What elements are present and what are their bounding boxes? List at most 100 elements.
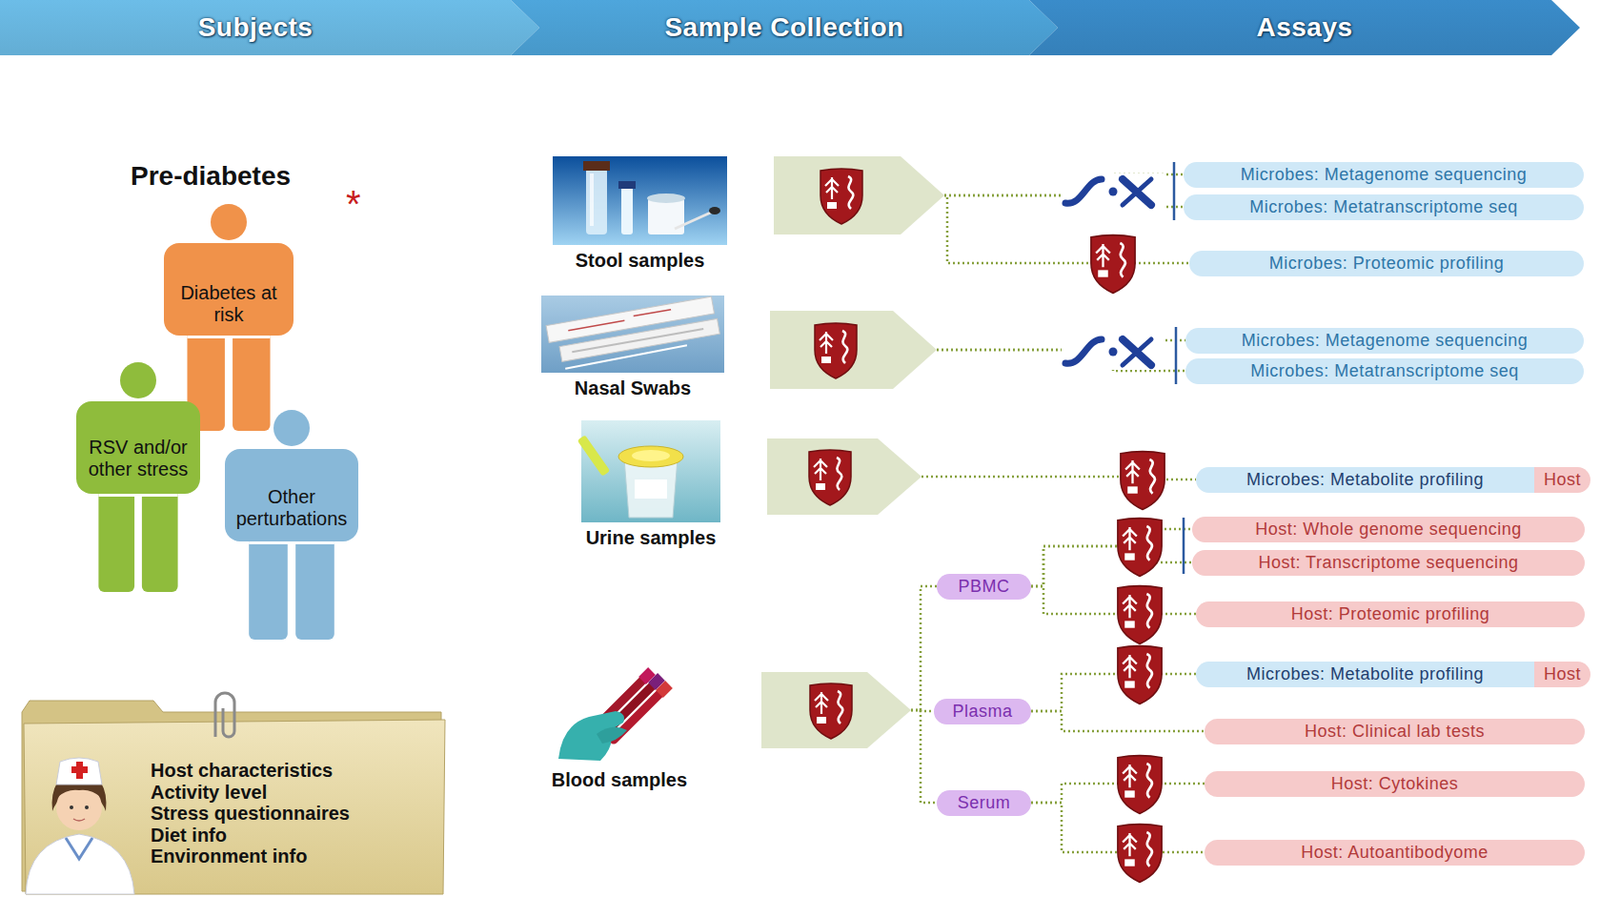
- group-bracket: [1182, 517, 1186, 574]
- swab-stick: [571, 328, 704, 352]
- stage-title: Subjects: [198, 12, 314, 43]
- assay-label: Plasma: [933, 698, 1032, 725]
- shield-snake: [1146, 593, 1153, 628]
- paperclip: [215, 692, 235, 737]
- shield-body: [1120, 451, 1165, 510]
- logo-dot: [1109, 187, 1118, 197]
- container: [648, 198, 685, 235]
- info-item: Activity level: [150, 781, 447, 804]
- assay-label: Microbes: Metatranscriptome seq: [1183, 194, 1584, 221]
- subject-label: Diabetes at risk: [163, 282, 294, 326]
- photo-ground: [541, 295, 725, 373]
- assay-pill: Microbes: Metabolite profilingHost: [1195, 466, 1591, 493]
- logo-dot: [1109, 347, 1118, 357]
- sample-photo: [552, 156, 728, 245]
- shield-tree: [1125, 460, 1140, 484]
- nurse-cap: [56, 757, 102, 785]
- person-head: [120, 362, 157, 399]
- chevron-band: [0, 0, 540, 56]
- assay-label: Microbes: Metabolite profiling: [1195, 466, 1535, 493]
- assay-pill: Host: Clinical lab tests: [1204, 718, 1585, 745]
- spoon-head: [708, 206, 721, 215]
- stage-title: Assays: [1255, 12, 1353, 43]
- sequencer-logo: [1061, 173, 1164, 210]
- sample-photo: [577, 420, 721, 523]
- subject-figure: RSV and/or other stress: [76, 360, 201, 592]
- shield-snake: [1149, 459, 1155, 494]
- logo-cross-a: [1122, 179, 1152, 205]
- shield-book: [821, 356, 831, 364]
- group-bracket: [1173, 162, 1176, 221]
- person-waist: [186, 335, 270, 339]
- shield-book: [827, 202, 837, 209]
- dotted-connector: [911, 709, 934, 711]
- stage-title: Sample Collection: [664, 12, 904, 43]
- collection-chevron: [773, 156, 945, 235]
- shield-tree: [819, 331, 833, 354]
- shield-body: [1117, 586, 1162, 645]
- subject-figure: Diabetes at risk: [163, 202, 294, 431]
- assay-pill: PBMC: [936, 573, 1032, 600]
- shield-tree: [1122, 764, 1137, 788]
- shield-tree: [1122, 594, 1137, 618]
- shield-book: [1124, 858, 1135, 866]
- info-item: Environment info: [150, 845, 447, 868]
- assay-pill: Host: Whole genome sequencing: [1192, 516, 1585, 543]
- assay-label: Host: Transcriptome sequencing: [1192, 549, 1585, 576]
- stage-band: Subjects: [0, 0, 540, 56]
- person-head: [210, 203, 247, 241]
- assay-label: Microbes: Metagenome sequencing: [1183, 162, 1584, 188]
- nurse-mouth: [73, 818, 85, 821]
- group-heading: Pre-diabetes: [130, 162, 291, 192]
- tube-cap: [659, 684, 669, 694]
- person-waist: [248, 541, 335, 545]
- collection-chevron: [767, 438, 922, 515]
- tube: [586, 167, 608, 235]
- assay-pill: Plasma: [933, 698, 1032, 725]
- subject-label: Other perturbations: [224, 486, 359, 530]
- sample-caption: Nasal Swabs: [538, 377, 728, 400]
- shield-book: [815, 483, 826, 490]
- shield-snake: [836, 457, 842, 490]
- person-torso: [76, 401, 201, 494]
- sample-photo: [558, 670, 669, 761]
- assay-label: Microbes: Metabolite profiling: [1195, 661, 1535, 688]
- cup-label: [634, 479, 668, 499]
- shield-book: [1124, 552, 1135, 560]
- swab-packets: [546, 296, 722, 371]
- stanford-shield: [1117, 518, 1162, 577]
- shield-snake: [1119, 243, 1126, 278]
- packet-print: [567, 309, 672, 331]
- shield-snake: [848, 176, 853, 209]
- stanford-shield: [1117, 755, 1162, 814]
- assay-pill: Host: Proteomic profiling: [1195, 601, 1585, 628]
- shield-snake: [1146, 526, 1153, 561]
- stage-band: Sample Collection: [510, 0, 1058, 56]
- assay-label: Host: [1534, 661, 1591, 688]
- stanford-shield: [820, 168, 863, 224]
- assay-pill: Host: Autoantibodyome: [1204, 839, 1585, 866]
- sample-box: Stool samples: [547, 150, 945, 275]
- dotted-connector: [1031, 710, 1205, 731]
- chevron-band: [1029, 0, 1580, 56]
- label-slot: *: [345, 182, 362, 225]
- sample-caption: Urine samples: [562, 526, 740, 549]
- assay-pill: Microbes: Metagenome sequencing: [1185, 327, 1584, 354]
- dotted-connector: [911, 586, 937, 710]
- stanford-shield: [814, 323, 857, 379]
- assay-label: Microbes: Metatranscriptome seq: [1185, 358, 1584, 385]
- shield-tree: [1122, 832, 1137, 856]
- logo-cross-b: [1122, 179, 1152, 205]
- person-torso: [224, 448, 359, 542]
- assay-pill: Microbes: Metabolite profilingHost: [1195, 661, 1591, 688]
- shield-body: [1117, 755, 1162, 814]
- shield-book: [1124, 680, 1135, 688]
- tube: [577, 434, 611, 476]
- shield-book: [1097, 269, 1109, 277]
- person-leg: [295, 529, 335, 640]
- shield-body: [810, 683, 852, 739]
- stanford-shield: [809, 449, 851, 506]
- shield-tree: [813, 458, 828, 481]
- sample-box: Nasal Swabs: [538, 293, 937, 406]
- dotted-connector: [1031, 586, 1196, 614]
